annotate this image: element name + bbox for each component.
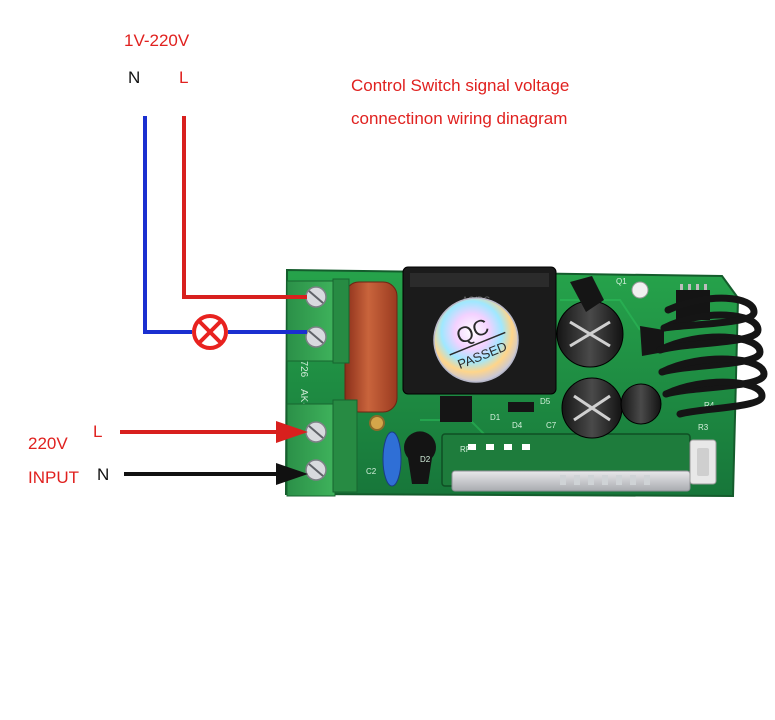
film-capacitor bbox=[344, 281, 398, 413]
input-live-label: L bbox=[93, 422, 103, 441]
diagram-title-line-2: connectinon wiring dinagram bbox=[351, 109, 568, 128]
bridge-rectifier bbox=[440, 396, 472, 422]
svg-text:RF: RF bbox=[460, 445, 471, 454]
svg-text:C2: C2 bbox=[366, 467, 377, 476]
svg-text:D1: D1 bbox=[490, 413, 501, 422]
svg-text:D2: D2 bbox=[420, 455, 431, 464]
transistor-bottom bbox=[404, 431, 436, 484]
signal-neutral-label: N bbox=[128, 68, 141, 87]
indicator-led bbox=[631, 281, 649, 299]
svg-text:1726: 1726 bbox=[298, 355, 309, 378]
diode-d1 bbox=[508, 402, 534, 412]
ceramic-capacitor bbox=[382, 431, 402, 487]
svg-text:R4: R4 bbox=[704, 401, 715, 410]
silkscreen-labels: D1 D2 D4 C2 R4 C7 D5 R3 Q1 RF bbox=[366, 277, 715, 476]
neutral-wire-top bbox=[143, 116, 192, 334]
svg-text:R3: R3 bbox=[698, 423, 709, 432]
svg-text:Q1: Q1 bbox=[616, 277, 627, 286]
antenna-coil bbox=[656, 294, 768, 418]
input-voltage-label: 220V bbox=[28, 434, 68, 453]
lamp-icon bbox=[192, 314, 228, 350]
arrow-right-icon bbox=[276, 463, 308, 485]
mounting-hole bbox=[369, 415, 385, 431]
qc-passed-sticker: QC PASSED bbox=[433, 297, 519, 383]
transistor-top bbox=[570, 276, 604, 312]
power-terminal-block bbox=[286, 399, 358, 497]
svg-text:C7: C7 bbox=[546, 421, 557, 430]
electrolytic-capacitors bbox=[556, 300, 662, 439]
signal-voltage-label: 1V-220V bbox=[124, 31, 190, 50]
live-wire-top bbox=[182, 116, 307, 299]
diagram-title-line-1: Control Switch signal voltage bbox=[351, 76, 570, 95]
rf-module bbox=[441, 433, 691, 492]
signal-live-label: L bbox=[179, 68, 189, 87]
signal-terminal-block bbox=[286, 278, 350, 364]
svg-text:D4: D4 bbox=[512, 421, 523, 430]
svg-text:D5: D5 bbox=[540, 397, 551, 406]
input-word-label: INPUT bbox=[28, 468, 79, 487]
input-neutral-label: N bbox=[97, 465, 110, 484]
arrow-right-icon bbox=[276, 421, 308, 443]
receiver-board: AC/DC QC PASSED 1726 AK-RK01SS bbox=[284, 266, 740, 498]
